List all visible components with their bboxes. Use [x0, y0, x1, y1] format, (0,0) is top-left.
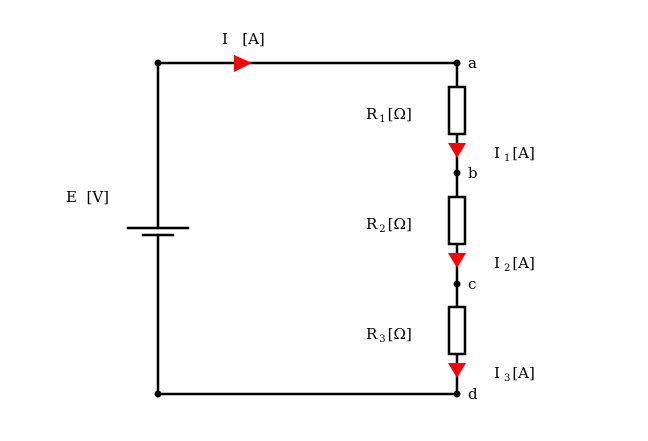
corner-dot-top-left [154, 59, 162, 67]
resistor-r3 [447, 305, 467, 356]
resistor-unit-r2: [Ω] [388, 215, 412, 233]
branch-current-unit-3: [A] [512, 364, 535, 382]
branch-current-subscript-3: 3 [504, 373, 510, 384]
branch-current-subscript-1: 1 [504, 153, 510, 164]
resistor-subscript-r2: 2 [379, 224, 385, 235]
node-dot-d [453, 390, 461, 398]
resistor-subscript-r3: 3 [379, 334, 385, 345]
branch-current-arrow-1 [448, 143, 466, 158]
branch-current-symbol-2: I [494, 254, 500, 272]
node-dot-c [453, 280, 461, 288]
branch-current-unit-1: [A] [512, 144, 535, 162]
branch-current-unit-2: [A] [512, 254, 535, 272]
resistor-r1 [447, 85, 467, 136]
resistor-subscript-r1: 1 [379, 114, 385, 125]
resistor-r2 [447, 195, 467, 246]
resistor-symbol-r3: R [366, 325, 378, 343]
node-label-b: b [468, 164, 478, 182]
main-current-arrow [234, 55, 252, 72]
resistor-symbol-r2: R [366, 215, 378, 233]
branch-current-arrow-3 [448, 363, 466, 378]
resistor-unit-r1: [Ω] [388, 105, 412, 123]
branch-current-arrow-2 [448, 253, 466, 268]
node-dot-a [453, 59, 461, 67]
node-label-a: a [468, 54, 477, 72]
main-current-label: I [A] [222, 30, 265, 48]
branch-current-symbol-1: I [494, 144, 500, 162]
battery-symbol [126, 226, 190, 237]
source-label: E [V] [66, 188, 109, 206]
node-dot-b [453, 169, 461, 177]
resistor-symbol-r1: R [366, 105, 378, 123]
node-label-d: d [468, 385, 478, 403]
branch-current-symbol-3: I [494, 364, 500, 382]
resistor-unit-r3: [Ω] [388, 325, 412, 343]
branch-current-subscript-2: 2 [504, 263, 510, 274]
node-label-c: c [468, 275, 476, 293]
corner-dot-bottom-left [154, 390, 162, 398]
